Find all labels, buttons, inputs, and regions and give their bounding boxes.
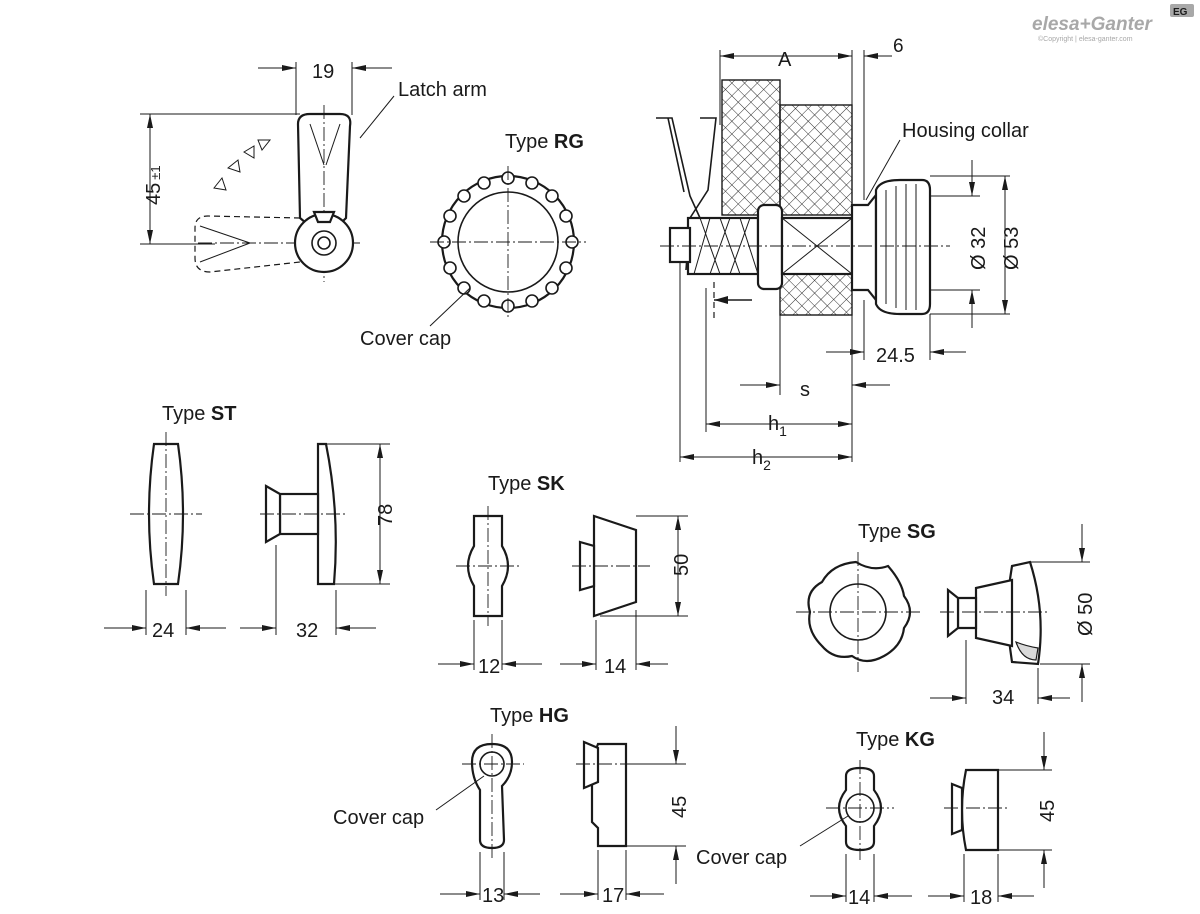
dim-st-78: 78	[375, 504, 397, 526]
type-st-view: Type ST 24 78 32	[104, 403, 397, 642]
dim-45: 45±1	[143, 165, 165, 205]
type-sg-title: Type SG	[858, 521, 936, 543]
cover-cap-rg-label: Cover cap	[360, 328, 451, 350]
dim-h2: h2	[752, 447, 771, 473]
type-rg-view: Type RG	[429, 131, 586, 327]
dim-sk-12: 12	[478, 656, 500, 678]
dim-dia-53: Ø 53	[1001, 227, 1023, 270]
cover-cap-kg-label: Cover cap	[696, 847, 787, 869]
dim-sk-14: 14	[604, 656, 626, 678]
cover-cap-hg-label: Cover cap	[333, 807, 424, 829]
dim-kg-14: 14	[848, 887, 870, 909]
type-rg-title: Type RG	[505, 131, 584, 153]
dim-hg-17: 17	[602, 885, 624, 907]
dim-sg-dia-50: Ø 50	[1075, 593, 1097, 636]
dim-sk-50: 50	[671, 554, 693, 576]
type-sk-view: Type SK 12 50 14	[438, 473, 693, 678]
type-hg-title: Type HG	[490, 705, 569, 727]
svg-text:EG: EG	[1173, 7, 1188, 18]
dim-s: s	[800, 379, 810, 401]
dim-6: 6	[893, 36, 904, 57]
dim-st-24: 24	[152, 620, 174, 642]
dim-dia-32: Ø 32	[968, 227, 990, 270]
dim-19: 19	[312, 61, 334, 83]
svg-text:©Copyright | elesa-ganter.com: ©Copyright | elesa-ganter.com	[1038, 35, 1133, 43]
dim-kg-18: 18	[970, 887, 992, 909]
type-hg-view: Type HG 13 45 17	[435, 705, 691, 907]
type-sk-title: Type SK	[488, 473, 565, 495]
dim-hg-45: 45	[669, 796, 691, 818]
section-view: A 6 Ø 32 Ø 53	[656, 36, 1023, 473]
type-kg-title: Type KG	[856, 729, 935, 751]
type-sg-view: Type SG Ø 50 34	[796, 521, 1097, 709]
latch-front-view: 19 45±1	[140, 61, 395, 282]
svg-text:elesa+Ganter: elesa+Ganter	[1032, 14, 1153, 35]
type-st-title: Type ST	[162, 403, 236, 425]
dim-kg-45: 45	[1037, 800, 1059, 822]
dim-24-5: 24.5	[876, 345, 915, 367]
dim-st-32: 32	[296, 620, 318, 642]
dim-A: A	[778, 49, 792, 71]
dim-h1: h1	[768, 413, 787, 439]
housing-collar-label: Housing collar	[902, 120, 1029, 142]
dim-sg-34: 34	[992, 687, 1014, 709]
latch-arm-label: Latch arm	[398, 79, 487, 101]
type-kg-view: Type KG 14 45 18	[799, 729, 1059, 909]
dim-hg-13: 13	[482, 885, 504, 907]
brand-logo: elesa+Ganter ©Copyright | elesa-ganter.c…	[1032, 4, 1194, 43]
